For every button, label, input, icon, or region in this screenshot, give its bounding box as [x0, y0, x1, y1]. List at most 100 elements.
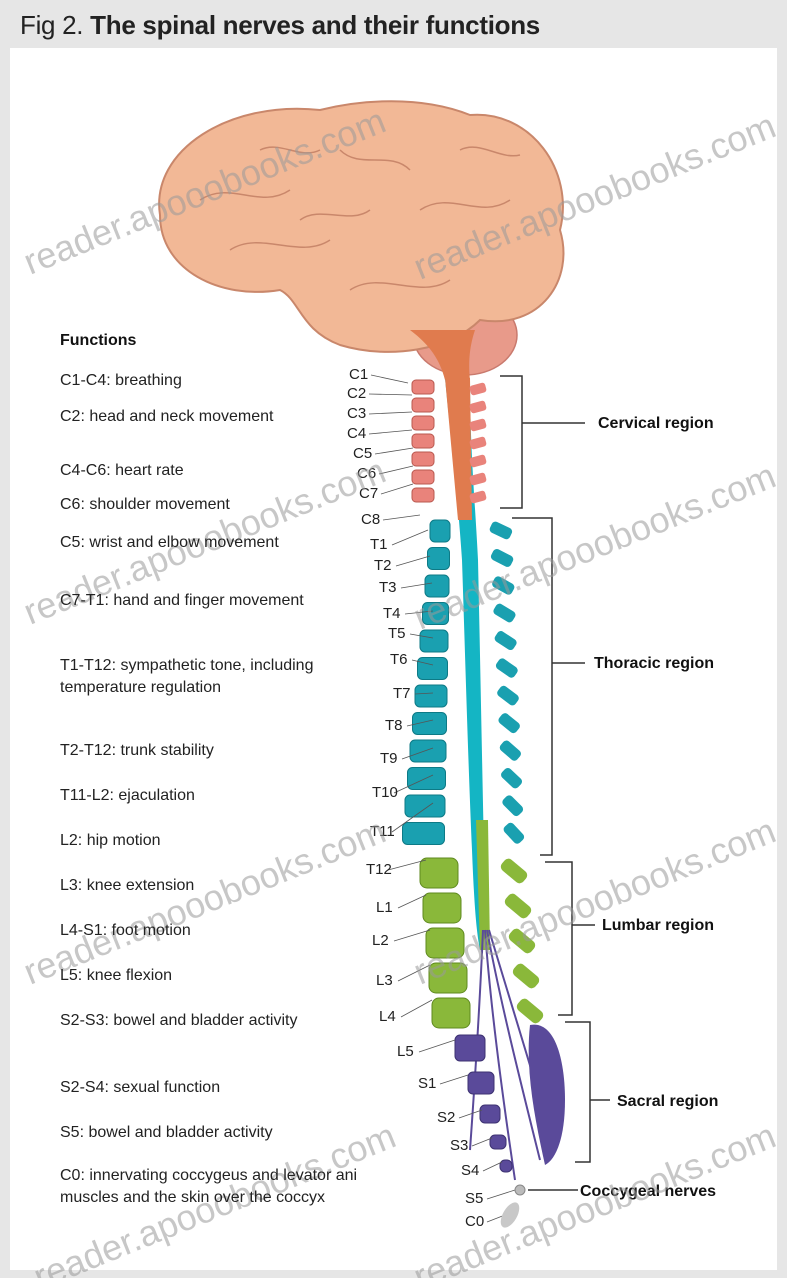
nerve-leader: [419, 1040, 455, 1052]
nerve-leader: [472, 1138, 492, 1146]
function-item: L5: knee flexion: [60, 965, 360, 987]
thoracic-vertebra: [410, 740, 446, 762]
cervical-vertebra: [412, 416, 434, 430]
thoracic-spine: [499, 766, 523, 790]
nerve-leader: [401, 1000, 432, 1017]
function-item: C5: wrist and elbow movement: [60, 532, 360, 554]
nerve-label: T2: [374, 557, 392, 574]
nerve-label: T3: [379, 579, 397, 596]
nerve-leader: [375, 448, 413, 454]
thoracic-spine: [493, 630, 518, 652]
lumbar-vertebra: [420, 858, 458, 888]
cervical-vertebra: [412, 470, 434, 484]
thoracic-spine: [494, 657, 519, 679]
function-item: L3: knee extension: [60, 875, 360, 897]
nerve-leader: [369, 394, 412, 395]
function-item: C0: innervating coccygeus and levator an…: [60, 1165, 360, 1209]
nerve-label: L3: [376, 972, 393, 989]
nerve-label: T8: [385, 717, 403, 734]
nerve-leader: [440, 1075, 468, 1084]
sacral-region-label: Sacral region: [617, 1093, 718, 1110]
cervical-vertebra: [412, 434, 434, 448]
thoracic-spine: [488, 520, 513, 540]
nerve-label: T10: [372, 784, 398, 801]
nerve-label: L1: [376, 899, 393, 916]
functions-heading: Functions: [60, 332, 136, 350]
function-item: L2: hip motion: [60, 830, 360, 852]
nerve-label: T4: [383, 605, 401, 622]
thoracic-region-label: Thoracic region: [594, 655, 714, 672]
nerve-leader: [459, 1110, 482, 1118]
cervical-vertebra: [412, 398, 434, 412]
nerve-leader: [398, 895, 426, 908]
watermark: reader.apooobooks.com: [408, 810, 781, 993]
nerve-leader: [383, 515, 420, 520]
nerve-leader: [369, 412, 412, 414]
lumbar-spine: [511, 962, 541, 991]
nerve-label: S5: [465, 1190, 483, 1207]
nerve-leader: [487, 1190, 515, 1199]
thoracic-spine: [498, 739, 522, 762]
nerve-label: T1: [370, 536, 388, 553]
thoracic-vertebra: [428, 548, 450, 570]
nerve-label: S2: [437, 1109, 455, 1126]
thoracic-vertebra: [408, 768, 446, 790]
lumbar-vertebra: [423, 893, 461, 923]
cervical-spine: [469, 418, 487, 432]
nerve-label: T12: [366, 861, 392, 878]
lumbar-vertebra: [432, 998, 470, 1028]
nerve-label: T7: [393, 685, 411, 702]
nerve-label: L2: [372, 932, 389, 949]
function-item: S5: bowel and bladder activity: [60, 1122, 360, 1144]
nerve-label: L5: [397, 1043, 414, 1060]
thoracic-vertebra: [403, 823, 445, 845]
nerve-label: T6: [390, 651, 408, 668]
nerve-leader: [394, 930, 430, 941]
function-item: C2: head and neck movement: [60, 406, 360, 428]
cervical-vertebra: [412, 452, 434, 466]
nerve-leader: [371, 375, 408, 383]
function-item: T2-T12: trunk stability: [60, 740, 360, 762]
nerve-leader: [396, 556, 430, 566]
thoracic-vertebra: [405, 795, 445, 817]
thoracic-vertebra: [418, 658, 448, 680]
nerve-label: S1: [418, 1075, 436, 1092]
function-item: S2-S3: bowel and bladder activity: [60, 1010, 360, 1032]
thoracic-spine: [496, 684, 521, 707]
nerve-leader: [392, 530, 428, 545]
cervical-spine: [469, 400, 487, 414]
sacral-vertebra: [455, 1035, 485, 1061]
thoracic-vertebra: [430, 520, 450, 542]
function-item: C1-C4: breathing: [60, 370, 360, 392]
lumbar-spine: [515, 997, 545, 1026]
nerve-label: C8: [361, 511, 380, 528]
nerve-label: C0: [465, 1213, 484, 1230]
thoracic-spine: [502, 821, 526, 845]
function-item: T11-L2: ejaculation: [60, 785, 360, 807]
cervical-region-label: Cervical region: [598, 415, 714, 432]
cervical-spine: [469, 436, 487, 450]
nerve-label: S3: [450, 1137, 468, 1154]
nerve-label: T9: [380, 750, 398, 767]
lumbar-spine: [499, 857, 529, 886]
sacral-vertebra: [468, 1072, 494, 1094]
sacral-vertebra: [480, 1105, 500, 1123]
function-item: C7-T1: hand and finger movement: [60, 590, 360, 612]
lumbar-region-label: Lumbar region: [602, 917, 714, 934]
nerve-leader: [483, 1162, 502, 1171]
function-item: C4-C6: heart rate: [60, 460, 360, 482]
cervical-vertebra: [412, 380, 434, 394]
nerve-label: S4: [461, 1162, 479, 1179]
nerve-label: T5: [388, 625, 406, 642]
nerve-label: L4: [379, 1008, 396, 1025]
function-item: S2-S4: sexual function: [60, 1077, 360, 1099]
thoracic-spine: [497, 712, 522, 735]
thoracic-vertebra: [415, 685, 447, 707]
thoracic-spine: [501, 794, 525, 818]
sacrum: [529, 1025, 565, 1165]
function-item: L4-S1: foot motion: [60, 920, 360, 942]
cervical-spine: [469, 382, 487, 396]
function-item: T1-T12: sympathetic tone, including temp…: [60, 655, 360, 699]
nerve-leader: [369, 430, 412, 434]
function-item: C6: shoulder movement: [60, 494, 360, 516]
